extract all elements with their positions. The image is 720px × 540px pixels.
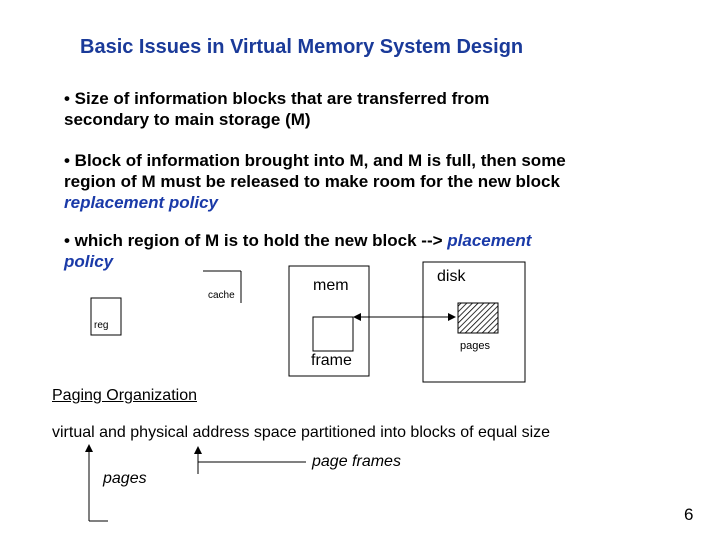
paging-heading: Paging Organization — [52, 387, 197, 404]
pages-label: pages — [103, 470, 147, 487]
mem-label: mem — [313, 277, 349, 294]
bullet-3-line-1: • which region of M is to hold the new b… — [64, 231, 443, 250]
cache-label: cache — [208, 290, 235, 301]
paging-description: virtual and physical address space parti… — [52, 424, 551, 441]
bullet-placement: • which region of M is to hold the new b… — [64, 230, 531, 272]
bullet-2-line-1: • Block of information brought into M, a… — [64, 151, 566, 170]
disk-label: disk — [437, 268, 466, 285]
placement-text: placement — [447, 231, 532, 250]
reg-label: reg — [94, 320, 109, 331]
bullet-2-line-2: region of M must be released to make roo… — [64, 172, 560, 191]
policy-text: policy — [64, 252, 114, 271]
page-number: 6 — [684, 505, 694, 524]
bullet-replacement: • Block of information brought into M, a… — [64, 150, 566, 213]
page-frames-label: page frames — [312, 453, 401, 470]
pages-diagram-label: pages — [460, 340, 490, 352]
bullet-block-size: • Size of information blocks that are tr… — [64, 88, 489, 130]
replacement-policy-text: replacement policy — [64, 193, 219, 212]
bullet-1-line-2: secondary to main storage (M) — [64, 110, 311, 129]
frame-label: frame — [311, 352, 352, 369]
bullet-1-line-1: • Size of information blocks that are tr… — [64, 89, 490, 108]
slide-title: Basic Issues in Virtual Memory System De… — [80, 36, 524, 58]
